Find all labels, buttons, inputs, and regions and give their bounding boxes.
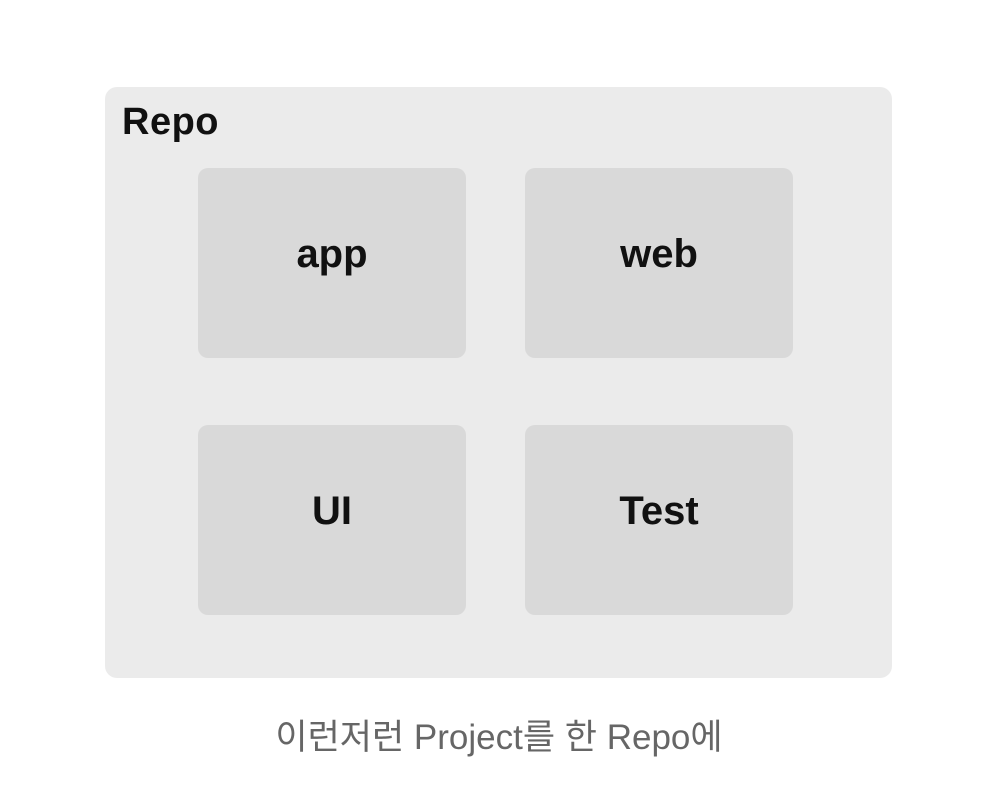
project-box-app-label: app	[296, 231, 368, 276]
project-box-web: web	[525, 168, 793, 358]
project-box-test-label: Test	[619, 488, 699, 533]
repo-group-label: Repo	[122, 101, 219, 143]
project-box-web-label: web	[620, 231, 698, 276]
project-box-ui-label: UI	[312, 488, 352, 533]
project-box-ui: UI	[198, 425, 466, 615]
diagram-caption: 이런저런 Project를 한 Repo에	[275, 718, 723, 757]
project-box-test: Test	[525, 425, 793, 615]
project-box-app: app	[198, 168, 466, 358]
repo-group-container: Repo app web UI Test	[105, 87, 892, 678]
